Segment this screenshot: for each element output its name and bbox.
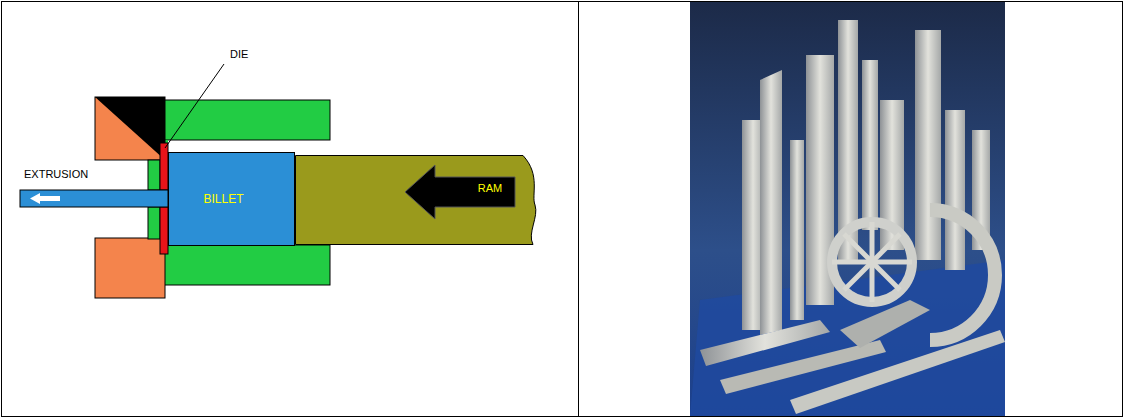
table-divider xyxy=(578,2,579,417)
leader-line xyxy=(165,64,224,148)
node-text: BILLET xyxy=(203,192,243,206)
container-wall xyxy=(163,245,330,285)
ram-outline xyxy=(295,155,545,245)
extrusion-bar xyxy=(20,190,168,207)
die-holder xyxy=(148,160,160,190)
clamp-shade xyxy=(95,97,165,160)
part-label: EXTRUSION xyxy=(24,168,88,180)
die xyxy=(160,207,168,254)
flow-arrow xyxy=(30,193,60,204)
part-label: DIE xyxy=(230,48,248,60)
ram-body xyxy=(296,156,536,245)
container-wall xyxy=(163,100,330,140)
push-arrow xyxy=(405,165,515,219)
ram-shape: RAM xyxy=(295,155,545,245)
node-text: RAM xyxy=(478,182,502,194)
die-holder xyxy=(148,207,160,239)
extruded-profiles-photo xyxy=(690,2,1005,416)
die-clamp xyxy=(95,97,165,160)
die-clamp xyxy=(95,238,165,298)
die xyxy=(160,143,168,190)
billet-box: BILLET xyxy=(168,152,295,246)
